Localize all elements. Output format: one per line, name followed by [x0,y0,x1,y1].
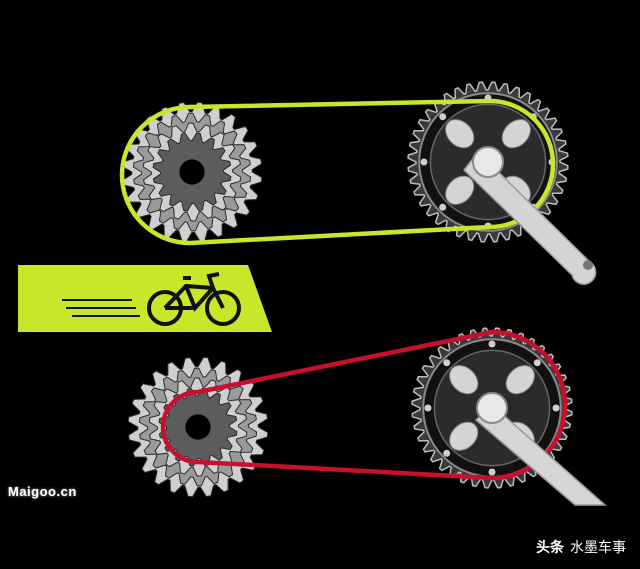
top-chainring-bolt [420,158,428,166]
credit-author: 水墨车事 [570,540,626,556]
top-crank-arm [462,146,597,285]
bottom-chainring-bolt [488,340,496,348]
bottom-chainring-bolt [443,359,451,367]
bottom-chainring-arm-3 [449,365,479,395]
top-chainring-bolt [439,203,447,211]
speed-lines [62,299,140,317]
top-chainring-arm-4 [501,119,531,149]
bottom-chain [160,329,568,481]
bottom-cassette-hub [185,414,211,440]
top-rear-cassette [121,101,263,243]
bottom-chainring-bolt [552,404,560,412]
bottom-chainring-bolt [443,449,451,457]
top-chainring-bolt [439,113,447,121]
bottom-chainring-bolt [488,468,496,476]
top-drivetrain [119,81,597,285]
top-chain [119,98,556,246]
top-chainring-arm-3 [445,119,475,149]
bicycle-speed-icon [147,272,241,326]
credit-brand: 头条 [536,540,564,556]
top-chainring-arm-2 [445,175,475,205]
bottom-chainring-arm-4 [505,365,535,395]
bottom-chainring-arm-2 [449,421,479,451]
speed-banner [18,265,272,332]
bottom-chainring-bolt [533,359,541,367]
top-cassette-hub [179,159,205,185]
bottom-chainring-bolt [424,404,432,412]
watermark: Maigoo.cn [8,484,77,499]
source-credit: 头条水墨车事 [536,537,626,557]
bottom-crank-arm [474,392,607,506]
bottom-drivetrain [127,327,607,506]
